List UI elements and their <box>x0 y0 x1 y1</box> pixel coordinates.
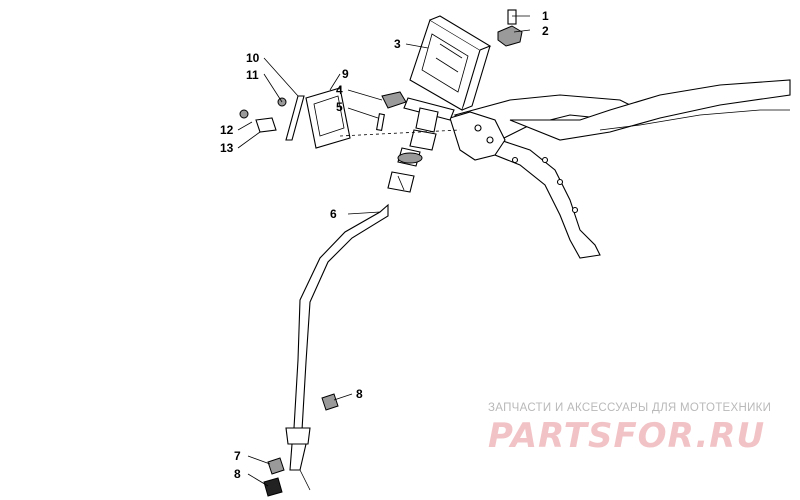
leader-lines <box>237 15 531 487</box>
watermark-brand: PARTSFOR.RU <box>488 416 766 456</box>
callout-3: 3 <box>394 37 401 51</box>
callout-4: 4 <box>336 83 343 97</box>
callout-1: 1 <box>542 9 549 23</box>
callout-7: 7 <box>234 449 241 463</box>
steering-pad <box>305 87 351 149</box>
handlebar-pad <box>409 15 492 111</box>
callout-8-lower: 8 <box>234 467 241 481</box>
callout-6: 6 <box>330 207 337 221</box>
watermark-subtitle: ЗАПЧАСТИ И АКСЕССУАРЫ ДЛЯ МОТОТЕХНИКИ <box>488 402 772 414</box>
frame-rail <box>449 79 791 259</box>
callout-8-upper: 8 <box>356 387 363 401</box>
tube-bushings <box>263 393 339 497</box>
callout-11: 11 <box>246 68 259 82</box>
clamp-bolt <box>497 9 523 47</box>
callout-9: 9 <box>342 67 349 81</box>
steering-tube <box>285 203 389 491</box>
watermark: ЗАПЧАСТИ И АКСЕССУАРЫ ДЛЯ МОТОТЕХНИКИ PA… <box>488 402 788 456</box>
callout-5: 5 <box>336 100 343 114</box>
callout-2: 2 <box>542 24 549 38</box>
pad-hardware <box>239 95 305 141</box>
callouts: 1 2 3 4 5 6 7 8 8 9 10 11 12 13 <box>220 9 549 481</box>
steering-post <box>387 97 455 193</box>
callout-10: 10 <box>246 51 260 65</box>
callout-13: 13 <box>220 141 234 155</box>
post-clamp <box>376 91 407 132</box>
callout-12: 12 <box>220 123 234 137</box>
